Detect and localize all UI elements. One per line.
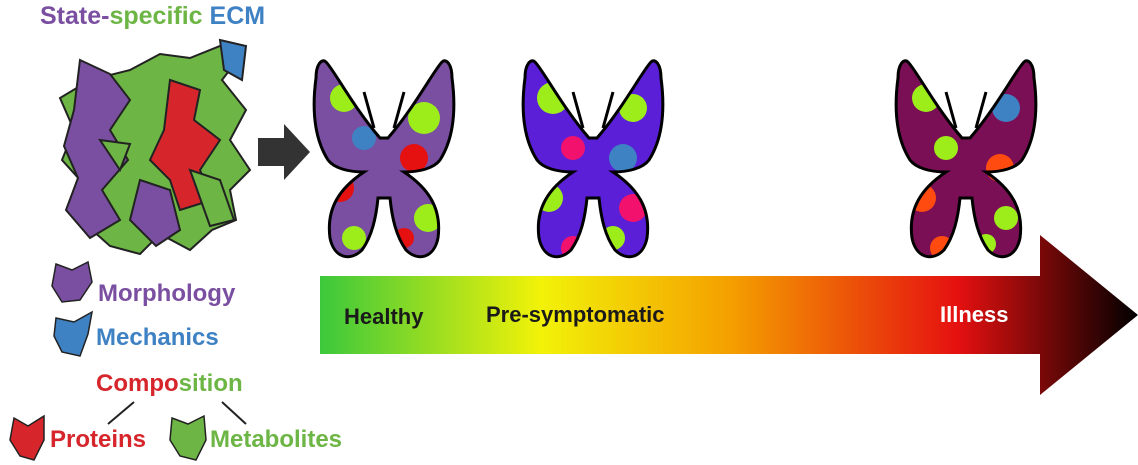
transition-arrow-icon	[258, 124, 310, 180]
title-state: State-	[40, 2, 109, 30]
morphology-icon	[52, 262, 92, 302]
composition-part-b: sition	[179, 370, 243, 397]
legend-proteins: Proteins	[50, 426, 146, 454]
stage-label-pre-symptomatic: Pre-symptomatic	[486, 302, 665, 328]
composition-branch-line	[222, 402, 246, 424]
metabolites-icon	[170, 416, 206, 460]
healthy-butterfly	[304, 58, 464, 268]
legend-mechanics: Mechanics	[96, 324, 219, 352]
illness-butterfly	[886, 58, 1046, 268]
composition-part-a: Compo	[96, 370, 179, 397]
ecm-crumpled-butterfly	[60, 40, 250, 254]
legend-metabolites: Metabolites	[210, 426, 342, 454]
pre-symptomatic-butterfly	[513, 58, 673, 268]
stage-label-healthy: Healthy	[344, 304, 423, 330]
title-specific: specific	[109, 2, 202, 30]
proteins-icon	[10, 416, 44, 460]
composition-branch-line	[108, 402, 134, 424]
disease-progression-arrow	[320, 235, 1138, 395]
legend-composition: Composition	[96, 370, 243, 398]
mechanics-icon	[54, 312, 92, 356]
legend-morphology: Morphology	[98, 280, 235, 308]
stage-label-illness: Illness	[940, 302, 1008, 328]
diagram-title: State-specific ECM	[40, 2, 265, 31]
title-ecm: ECM	[210, 2, 266, 30]
